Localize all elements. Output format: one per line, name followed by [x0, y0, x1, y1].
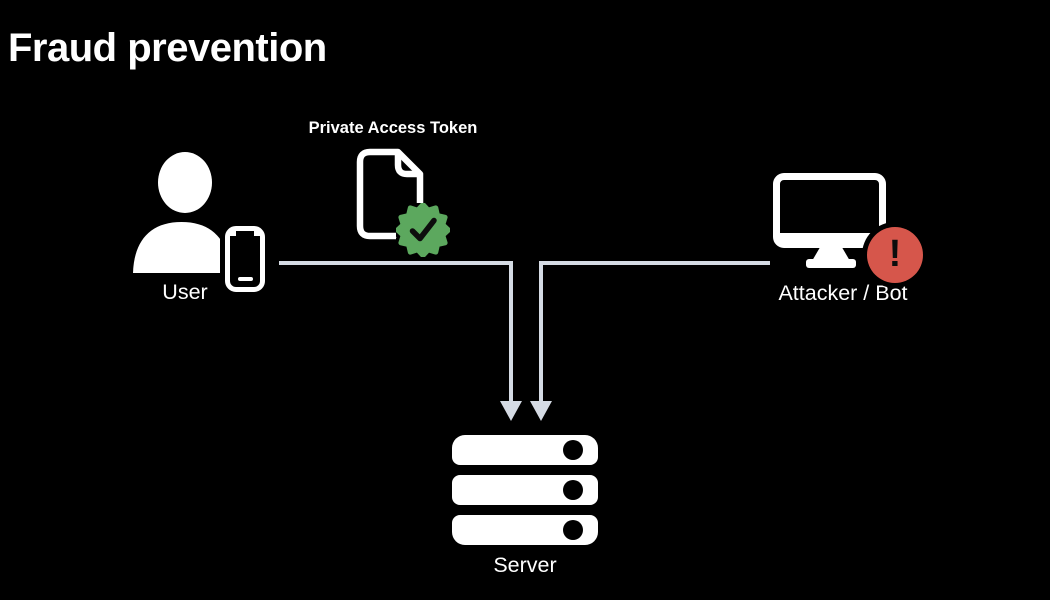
alert-badge-icon: ! [867, 227, 923, 283]
phone-notch [254, 231, 260, 236]
arrowhead-left-icon [500, 401, 522, 421]
user-label: User [162, 280, 208, 304]
token-label: Private Access Token [308, 119, 478, 137]
iphone-icon [225, 226, 265, 292]
user-to-server-connector [279, 261, 513, 402]
server-rack-icon [452, 515, 598, 545]
server-rack-icon [452, 435, 598, 465]
verified-seal-icon [396, 203, 450, 257]
monitor-stand [812, 248, 850, 261]
arrowhead-right-icon [530, 401, 552, 421]
checkmark-icon [409, 217, 437, 242]
server-indicator-dot [563, 520, 583, 540]
server-indicator-dot [563, 440, 583, 460]
server-rack-icon [452, 475, 598, 505]
attacker-label: Attacker / Bot [778, 281, 908, 305]
desktop-computer-icon [773, 173, 886, 248]
phone-homebar [237, 277, 253, 281]
person-icon [133, 152, 230, 273]
server-label: Server [493, 553, 557, 577]
attacker-to-server-connector [539, 261, 770, 402]
phone-notch [230, 231, 236, 236]
monitor-base [806, 259, 856, 268]
page-title: Fraud prevention [8, 26, 327, 70]
server-indicator-dot [563, 480, 583, 500]
